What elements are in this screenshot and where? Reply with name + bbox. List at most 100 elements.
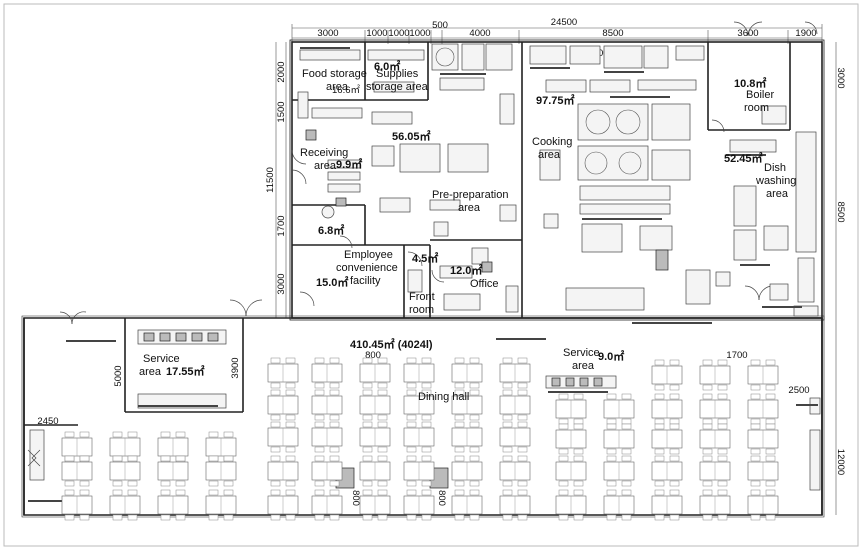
- dining-table: [451, 455, 483, 487]
- supplies-storage-label: Supplies storage area: [366, 68, 429, 93]
- dining-table: [651, 359, 683, 391]
- left-dimension-line: 2000 1500 11500 1700 3000: [265, 42, 287, 318]
- small-room-size: 6.8㎡: [318, 223, 344, 237]
- dining-table: [747, 359, 779, 391]
- dining-table: [267, 357, 299, 389]
- left-lower-dim-2: 3900: [230, 357, 241, 378]
- dining-table: [747, 393, 779, 425]
- dining-table: [61, 455, 93, 487]
- dining-table: [205, 455, 237, 487]
- dim-800-top: 800: [365, 350, 381, 361]
- dim-2450: 2450: [37, 416, 58, 427]
- dining-table: [109, 489, 141, 521]
- dining-table: [699, 489, 731, 521]
- receiving-size: 9.9㎡: [336, 157, 362, 171]
- top-dim-4: 1000: [409, 28, 430, 39]
- dining-table: [267, 489, 299, 521]
- dining-table: [451, 357, 483, 389]
- dining-size: 410.45㎡ (4024l): [350, 337, 433, 351]
- dim-2500: 2500: [788, 385, 809, 396]
- dining-table: [603, 393, 635, 425]
- total-width-dim: 24500: [551, 17, 577, 28]
- boiler-label: Boiler room: [744, 89, 777, 114]
- dining-table: [403, 389, 435, 421]
- left-dim-2: 1500: [276, 101, 287, 122]
- dish-label: Dish washing area: [755, 162, 799, 200]
- dining-table: [499, 455, 531, 487]
- employee-size: 15.0㎡: [316, 275, 348, 289]
- dining-table: [603, 423, 635, 455]
- dining-table: [603, 489, 635, 521]
- food-storage-label: Food storage area: [302, 68, 370, 93]
- dining-table: [747, 455, 779, 487]
- receiving-label: Receiving area: [300, 147, 351, 172]
- dining-table: [311, 489, 343, 521]
- dining-table: [699, 359, 731, 391]
- right-dim-2: 8500: [835, 201, 846, 222]
- dining-label: Dining hall: [418, 391, 469, 403]
- food-storage-size: 16.6㎡: [332, 85, 360, 96]
- dining-tables: [61, 357, 779, 521]
- dining-table: [205, 431, 237, 463]
- pre-prep-label: Pre-preparation area: [432, 189, 512, 214]
- front-size: 4.5㎡: [412, 251, 438, 265]
- dining-table: [403, 357, 435, 389]
- dining-table: [451, 389, 483, 421]
- right-dimension-line: 3000 8500 12000: [835, 42, 846, 515]
- pre-prep-size: 56.05㎡: [392, 129, 431, 143]
- dining-table: [359, 389, 391, 421]
- left-dim-5: 3000: [276, 273, 287, 294]
- dining-table: [359, 455, 391, 487]
- building-walls: [21, 39, 825, 518]
- food-storage-label-line2: area: [326, 81, 349, 93]
- dining-table: [603, 455, 635, 487]
- kitchen-equipment: [27, 43, 821, 502]
- left-dim-1: 2000: [276, 61, 287, 82]
- dining-table: [311, 357, 343, 389]
- front-label: Front room: [409, 291, 438, 316]
- sheet-border: [3, 3, 859, 547]
- supplies-storage-size: 6.0㎡: [374, 59, 400, 73]
- room-labels: Food storage area 16.6㎡ 6.0㎡ Supplies st…: [139, 59, 799, 403]
- employee-label: Employee convenience facility: [336, 249, 401, 287]
- top-dim-1: 3000: [317, 28, 338, 39]
- office-label: Office: [470, 278, 499, 290]
- dining-table: [747, 423, 779, 455]
- dining-table: [499, 489, 531, 521]
- dim-800-b: 800: [436, 490, 447, 506]
- left-dim-4: 1700: [276, 215, 287, 236]
- dining-table: [403, 455, 435, 487]
- dining-table: [555, 423, 587, 455]
- dining-table: [555, 455, 587, 487]
- dining-table: [109, 455, 141, 487]
- dining-table: [699, 455, 731, 487]
- dining-table: [311, 389, 343, 421]
- dining-table: [61, 489, 93, 521]
- dim-800-a: 800: [350, 490, 361, 506]
- cooking-size: 97.75㎡: [536, 93, 575, 107]
- boiler-size: 10.8㎡: [734, 76, 766, 90]
- dining-table: [747, 489, 779, 521]
- left-dim-3: 11500: [265, 167, 276, 193]
- dining-table: [311, 421, 343, 453]
- dining-table: [311, 455, 343, 487]
- dining-table: [451, 489, 483, 521]
- food-storage-label-line1: Food storage: [302, 68, 367, 80]
- dining-table: [651, 423, 683, 455]
- service-left-size: 17.55㎡: [166, 364, 205, 378]
- top-dim-2: 1000: [366, 28, 387, 39]
- top-dim-5: 500: [432, 20, 448, 31]
- dining-table: [157, 455, 189, 487]
- top-dim-3: 1000: [388, 28, 409, 39]
- dining-table: [699, 423, 731, 455]
- dining-table: [499, 421, 531, 453]
- dining-table: [651, 455, 683, 487]
- dish-size: 52.45㎡: [724, 151, 763, 165]
- top-dim-9: 1900: [795, 28, 816, 39]
- dining-table: [651, 393, 683, 425]
- dining-table: [205, 489, 237, 521]
- office-size: 12.0㎡: [450, 263, 482, 277]
- dining-table: [403, 489, 435, 521]
